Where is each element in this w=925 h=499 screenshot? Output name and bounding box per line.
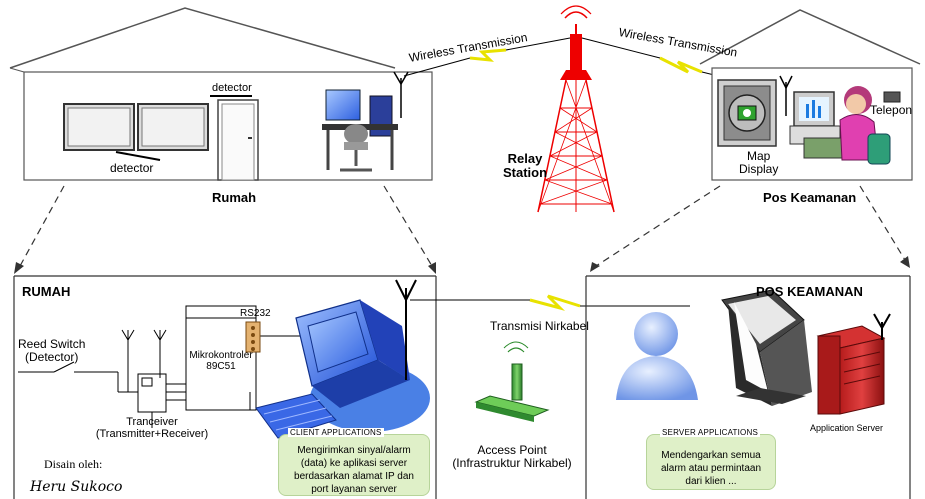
map-display-line1: Map [747, 149, 771, 163]
relay-tower-icon [537, 5, 615, 213]
client-applications-text: Mengirimkan sinyal/alarm (data) ke aplik… [294, 445, 414, 495]
detector-label-top: detector [212, 82, 252, 94]
rs232-label: RS232 [240, 308, 271, 319]
workstation-icon [322, 71, 409, 172]
relay-label-line1: Relay [507, 151, 543, 166]
server-monitor-icon [721, 289, 812, 406]
server-applications-note: Mendengarkan semua alarm atau permintaan… [646, 434, 776, 490]
person-icon [616, 312, 698, 400]
disain-label: Disain oleh: [44, 457, 103, 471]
reed-switch-line2: (Detector) [25, 350, 79, 365]
house-pos-title: Pos Keamanan [763, 190, 857, 205]
transmisi-nirkabel-label: Transmisi Nirkabel [490, 319, 589, 333]
tranceiver-label: Tranceiver (Transmitter+Receiver) [88, 416, 216, 440]
application-server-label: Application Server [810, 423, 884, 433]
panel-rumah [13, 275, 437, 499]
application-server-icon [816, 313, 891, 415]
relay-station-label: Relay Station [503, 151, 548, 181]
map-display-label: Map Display [739, 149, 779, 177]
dashed-arrows [19, 185, 906, 267]
antenna-icon [779, 75, 793, 116]
relay-label-line2: Station [503, 165, 548, 181]
server-applications-text: Mendengarkan semua alarm atau permintaan… [660, 450, 762, 487]
operator-desk-icon [789, 86, 901, 165]
tranceiver-line1: Tranceiver [126, 416, 178, 428]
signature: Heru Sukoco [30, 479, 123, 495]
wireless-link-bottom [410, 294, 690, 311]
client-applications-title: CLIENT APPLICATIONS [288, 428, 384, 437]
access-point-icon [474, 341, 550, 422]
rs232-connector-icon [245, 321, 261, 353]
tranceiver-line2: (Transmitter+Receiver) [95, 428, 209, 441]
detector-label-bottom: detector [110, 161, 154, 175]
circuit-wiring [18, 305, 300, 428]
mikro-line1: Mikrokontroler [189, 350, 253, 361]
telepon-label: Telepon [870, 103, 913, 117]
door-icon [210, 95, 259, 181]
map-display-line2: Display [739, 162, 779, 177]
access-point-line2: (Infrastruktur Nirkabel) [452, 456, 572, 471]
server-applications-title: SERVER APPLICATIONS [660, 428, 760, 437]
reed-switch-line1: Reed Switch [18, 337, 86, 351]
house-rumah-title: Rumah [212, 190, 257, 205]
panel-pos-keamanan [585, 275, 911, 499]
wireless-link-left [403, 37, 571, 77]
reed-switch-label: Reed Switch (Detector) [18, 337, 86, 365]
panel-pos-title: POS KEAMANAN [756, 284, 863, 299]
arrow-heads [14, 256, 910, 274]
access-point-line1: Access Point [477, 443, 547, 457]
map-display-icon [717, 79, 777, 147]
panel-rumah-title: RUMAH [22, 284, 71, 299]
client-computer-icon [255, 279, 430, 439]
mikro-line2: 89C51 [206, 361, 236, 372]
client-applications-note: Mengirimkan sinyal/alarm (data) ke aplik… [278, 434, 430, 496]
mikrokontroler-label: Mikrokontroler 89C51 [186, 350, 256, 372]
access-point-label: Access Point (Infrastruktur Nirkabel) [442, 443, 582, 471]
window-icon [63, 103, 209, 161]
